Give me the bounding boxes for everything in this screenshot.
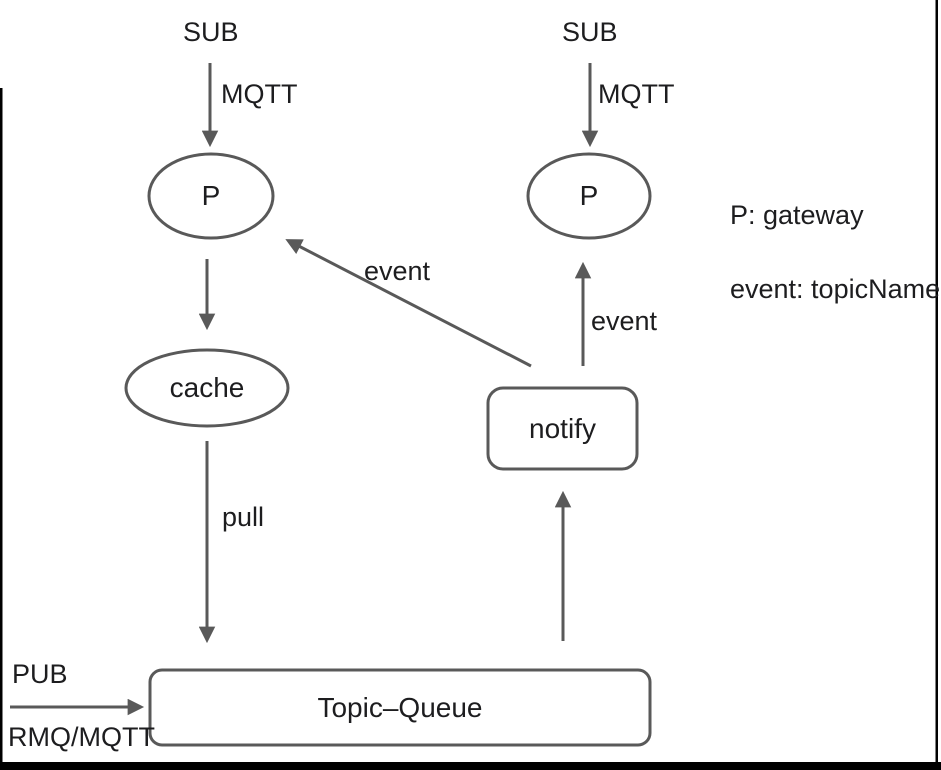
cache-node bbox=[124, 348, 290, 428]
frame-bottom-bar bbox=[0, 762, 941, 770]
gateway-left-label: P bbox=[201, 180, 221, 211]
cache-label: cache bbox=[169, 372, 245, 403]
sub-left-label: SUB bbox=[183, 17, 239, 47]
gateway-right-label: P bbox=[579, 180, 599, 211]
sub-right-label: SUB bbox=[562, 17, 618, 47]
event-diagonal-label: event bbox=[364, 256, 431, 286]
frame-right-border bbox=[935, 0, 938, 770]
topic-queue-label: Topic–Queue bbox=[317, 691, 483, 723]
mqtt-right-label: MQTT bbox=[598, 79, 675, 109]
gateway-node-left bbox=[147, 152, 275, 240]
frame-left-border bbox=[0, 88, 3, 770]
legend-event-definition: event: topicName bbox=[730, 274, 941, 304]
notify-node bbox=[486, 386, 639, 471]
notify-label: notify bbox=[529, 412, 596, 444]
pull-label: pull bbox=[222, 502, 265, 532]
event-vertical-label: event bbox=[591, 306, 658, 336]
rmq-mqtt-label: RMQ/MQTT bbox=[8, 722, 155, 752]
arrow-notify-event-to-gateway-left bbox=[285, 239, 532, 368]
legend-p-definition: P: gateway bbox=[730, 200, 864, 230]
mqtt-left-label: MQTT bbox=[221, 79, 298, 109]
gateway-node-right bbox=[526, 152, 652, 240]
topic-queue-node bbox=[148, 668, 652, 747]
pub-label: PUB bbox=[12, 659, 68, 689]
